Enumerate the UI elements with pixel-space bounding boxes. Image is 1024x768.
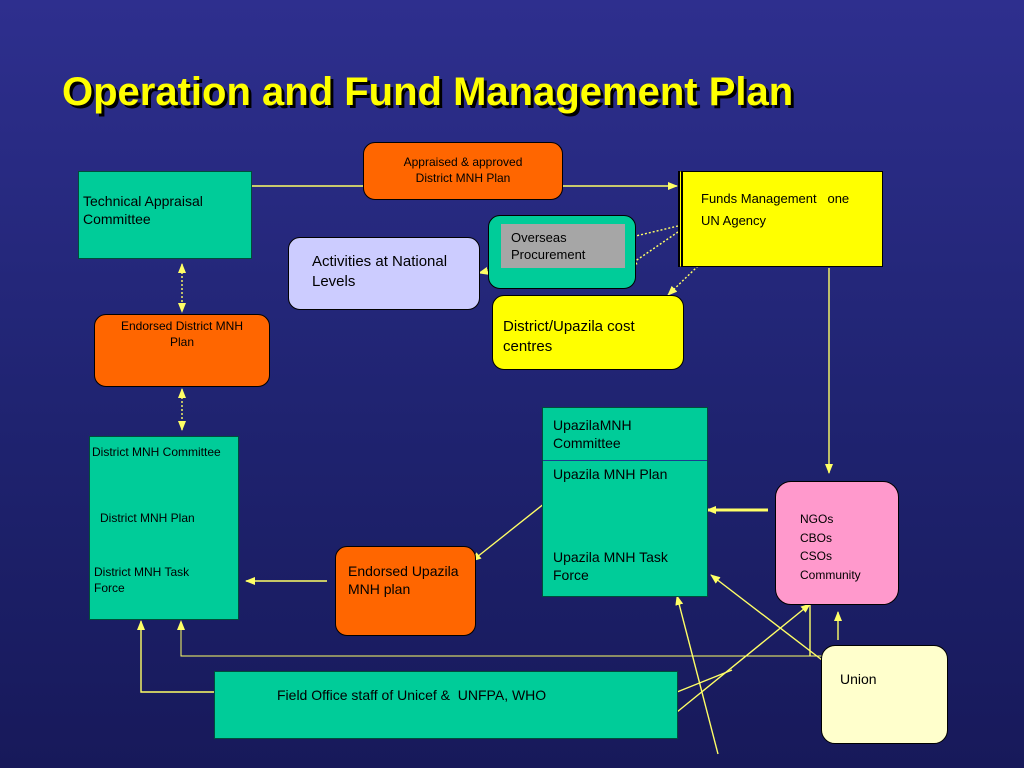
district-committee-box: District MNH Committee District MNH Plan… — [89, 436, 239, 620]
overseas-procurement-box: Overseas Procurement — [488, 215, 636, 289]
upazila-committee-line1: UpazilaMNH — [553, 417, 632, 433]
slide-title: Operation and Fund Management Plan — [62, 70, 794, 114]
endorsed-district-line1: Endorsed District MNH — [120, 319, 244, 333]
upazila-task-line1: Upazila MNH Task — [553, 549, 668, 565]
funds-management-line2: UN Agency — [701, 213, 767, 229]
arrow-union-to-upazila-bottom — [675, 595, 719, 755]
union-box: Union — [821, 645, 948, 744]
district-task-line1: District MNH Task — [94, 565, 190, 579]
line-field-to-upazila — [676, 669, 733, 693]
endorsed-upazila-line2: MNH plan — [348, 581, 411, 598]
cost-centres-box: District/Upazila cost centres — [492, 295, 684, 370]
ngos-line2: CBOs — [800, 530, 833, 545]
overseas-procurement-line1: Overseas — [511, 230, 567, 245]
cost-centres-line1: District/Upazila cost — [503, 318, 635, 335]
endorsed-upazila-box: Endorsed Upazila MNH plan — [335, 546, 476, 636]
endorsed-upazila-line1: Endorsed Upazila — [348, 563, 459, 579]
funds-management-box: Funds Management one UN Agency — [678, 171, 883, 267]
dotted-funds-to-costcentres — [667, 265, 699, 296]
upazila-task-line2: Force — [553, 567, 589, 584]
appraised-plan-line2: District MNH Plan — [415, 170, 511, 185]
field-office-label: Field Office staff of Unicef & UNFPA, WH… — [277, 687, 547, 703]
endorsed-district-line2: Plan — [169, 334, 195, 349]
ngos-box: NGOs CBOs CSOs Community — [775, 481, 899, 605]
technical-committee-line2: Committee — [83, 211, 151, 228]
district-plan-label: District MNH Plan — [100, 511, 195, 525]
arrow-upazila-to-endorsed — [471, 502, 546, 562]
district-task-line2: Force — [94, 580, 125, 595]
district-committee-label: District MNH Committee — [92, 445, 221, 459]
arrow-union-to-upazila — [710, 574, 823, 661]
ngos-line1: NGOs — [800, 512, 834, 526]
ngos-line3: CSOs — [800, 549, 833, 564]
ngos-line4: Community — [800, 567, 861, 582]
national-activities-box: Activities at National Levels — [288, 237, 480, 310]
union-label: Union — [840, 671, 877, 687]
national-activities-line2: Levels — [312, 272, 356, 290]
upazila-committee-box: UpazilaMNH Committee Upazila MNH Plan Up… — [542, 407, 708, 597]
field-office-box: Field Office staff of Unicef & UNFPA, WH… — [214, 671, 678, 739]
national-activities-line1: Activities at National — [312, 253, 448, 270]
overseas-procurement-line2: Procurement — [511, 246, 586, 262]
upazila-committee-line2: Committee — [553, 435, 621, 452]
technical-committee-line1: Technical Appraisal — [83, 193, 203, 209]
arrow-union-to-district — [177, 620, 822, 657]
arrow-field-to-ngos — [676, 603, 811, 713]
arrow-field-to-district — [137, 620, 214, 693]
appraised-plan-line1: Appraised & approved — [403, 155, 523, 169]
funds-management-line1: Funds Management one — [701, 191, 850, 206]
cost-centres-line2: centres — [503, 337, 553, 355]
endorsed-district-box: Endorsed District MNH Plan — [94, 314, 270, 387]
appraised-plan-box: Appraised & approved District MNH Plan — [363, 142, 563, 200]
upazila-plan-label: Upazila MNH Plan — [553, 466, 668, 482]
technical-committee-box: Technical Appraisal Committee — [78, 171, 252, 259]
